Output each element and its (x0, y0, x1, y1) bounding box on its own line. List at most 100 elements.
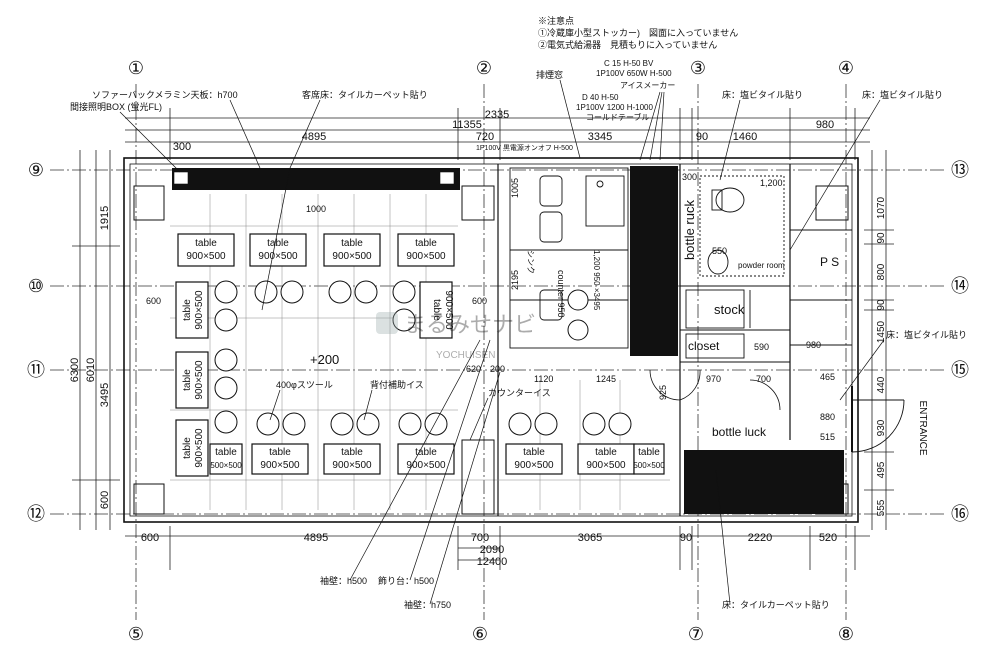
callouts: ソファーバックメラミン天板：h700 間接照明BOX (蛍光FL) 客席床：タイ… (70, 59, 967, 610)
dim-600-bottom: 600 (141, 532, 159, 544)
dim-2195: 2195 (510, 270, 520, 290)
dim-800: 800 (876, 263, 887, 280)
table-l3 (175, 419, 209, 477)
grid-marker-1: ① (128, 58, 144, 78)
grid-marker-8: ⑧ (838, 624, 854, 644)
floor-level-label: +200 (310, 352, 339, 367)
dim-880: 880 (820, 412, 835, 422)
watermark-text: まるみせナビ (404, 312, 536, 337)
dim-1450: 1450 (876, 320, 887, 343)
dim-620: 620 (466, 364, 481, 374)
dim-515: 515 (820, 432, 835, 442)
dimension-lines-left (72, 150, 120, 530)
dim-4895-top: 4895 (302, 131, 326, 143)
callout-sofa: ソファーバックメラミン天板：h700 (92, 89, 238, 100)
table-t1-size: 900×500 (186, 251, 226, 262)
table-b4 (505, 443, 563, 475)
table-t2-size: 900×500 (258, 251, 298, 262)
watermark: まるみせナビ YOCHUISEN (376, 312, 536, 361)
table-t2-label: table (267, 238, 289, 249)
dim-555: 555 (876, 499, 887, 516)
grid-marker-2: ② (476, 58, 492, 78)
tables-bottom-row (209, 443, 665, 475)
table-b1-label: table (269, 447, 291, 458)
table-b6-size: 500×500 (633, 461, 665, 470)
callout-floor-vinyl-3: 床：塩ビタイル貼り (886, 329, 967, 340)
tables-bottom-labels: table 500×500 table 900×500 table 900×50… (210, 447, 665, 471)
callout-equip-6: コールドテーブル (586, 112, 650, 122)
dim-90-bottom: 90 (680, 532, 692, 544)
dim-200: 200 (490, 364, 505, 374)
callout-equip-5: 1P100V 1200 H-1000 (576, 103, 654, 112)
grid-marker-13: ⑬ (951, 160, 969, 180)
table-b0-label: table (215, 447, 237, 458)
dim-1245: 1245 (596, 374, 616, 384)
table-t1-label: table (195, 238, 217, 249)
grid-marker-14: ⑭ (951, 276, 969, 296)
callout-floor-carpet-top: 客席床：タイルカーペット貼り (302, 89, 428, 100)
dim-1915: 1915 (99, 206, 111, 230)
dim-300-inner: 300 (682, 172, 697, 182)
watermark-logo-icon (376, 312, 398, 334)
dim-550: 550 (712, 246, 727, 256)
callout-shelf-h500: 飾り台：h500 (378, 575, 434, 586)
table-l4-label: table (431, 299, 442, 321)
label-ps: P S (820, 255, 839, 269)
dimension-text-top: 4895 11355 2335 3345 90 1460 980 300 720 (173, 109, 834, 153)
bottle-rack-bottom-block (684, 450, 844, 514)
grid-marker-16: ⑯ (951, 504, 969, 524)
dim-2220: 2220 (748, 532, 772, 544)
tables-top-labels: table 900×500 table 900×500 table 900×50… (186, 238, 446, 262)
dim-2090: 2090 (480, 544, 504, 556)
table-l1 (175, 281, 209, 339)
table-t4-label: table (415, 238, 437, 249)
dimension-text-bottom: 600 4895 700 3065 90 2220 520 2090 12400 (141, 532, 837, 568)
callout-back-chair: 背付補助イス (370, 379, 424, 390)
dim-3065: 3065 (578, 532, 602, 544)
kitchen-counter-block (630, 166, 678, 356)
dim-2335: 2335 (485, 109, 509, 121)
dim-980-top: 980 (816, 119, 834, 131)
grid-marker-10: ⑩ (28, 276, 44, 296)
table-b3-size: 900×500 (406, 460, 446, 471)
table-b6-label: table (638, 447, 660, 458)
dim-700-inner: 700 (756, 374, 771, 384)
dim-600-inner: 600 (146, 296, 161, 306)
dim-300-top: 300 (173, 141, 191, 153)
grid-markers: ① ② ③ ④ ⑤ ⑥ ⑦ ⑧ ⑨ ⑩ ⑪ ⑫ ⑬ ⑭ ⑮ ⑯ (27, 58, 969, 644)
callout-wall-h500: 袖壁：h500 (320, 575, 367, 586)
callout-counter-chair: カウンターイス (488, 388, 551, 398)
dim-1070: 1070 (876, 196, 887, 219)
table-b3-label: table (415, 447, 437, 458)
sofa-back-bar (172, 168, 460, 190)
table-t3-label: table (341, 238, 363, 249)
dim-1000: 1000 (306, 204, 326, 214)
callout-exhaust: 排煙窓 (536, 69, 563, 80)
table-t4-size: 900×500 (406, 251, 446, 262)
callout-floor-carpet-bottom: 床：タイルカーペット貼り (722, 599, 830, 610)
dim-495: 495 (876, 461, 887, 478)
grid-marker-12: ⑫ (27, 504, 45, 524)
room-labels: bottle ruck stock closet P S bottle luck… (682, 200, 839, 439)
label-closet: closet (688, 339, 720, 353)
counter-dims: 1,200 950 ×3495 (592, 250, 601, 311)
table-b3 (397, 443, 455, 475)
dim-700-bottom: 700 (471, 532, 489, 544)
table-l3-size: 900×500 (194, 428, 205, 468)
table-l2 (175, 351, 209, 409)
callout-floor-vinyl-2: 床：塩ビタイル貼り (862, 89, 943, 100)
label-bottle-ruck-top: bottle ruck (682, 200, 697, 260)
kitchen-doors (649, 369, 781, 411)
dim-12400: 12400 (477, 556, 508, 568)
grid-marker-9: ⑨ (28, 160, 44, 180)
table-l4-size: 900×500 (443, 290, 454, 330)
dim-11355: 11355 (452, 119, 482, 131)
label-powder-room: powder room (738, 261, 785, 270)
grid-marker-4: ④ (838, 58, 854, 78)
dim-925: 925 (658, 385, 668, 400)
dim-980-inner: 980 (806, 340, 821, 350)
table-b2 (323, 443, 381, 475)
grid-marker-7: ⑦ (688, 624, 704, 644)
dim-465: 465 (820, 372, 835, 382)
tables-left-column (175, 281, 453, 477)
